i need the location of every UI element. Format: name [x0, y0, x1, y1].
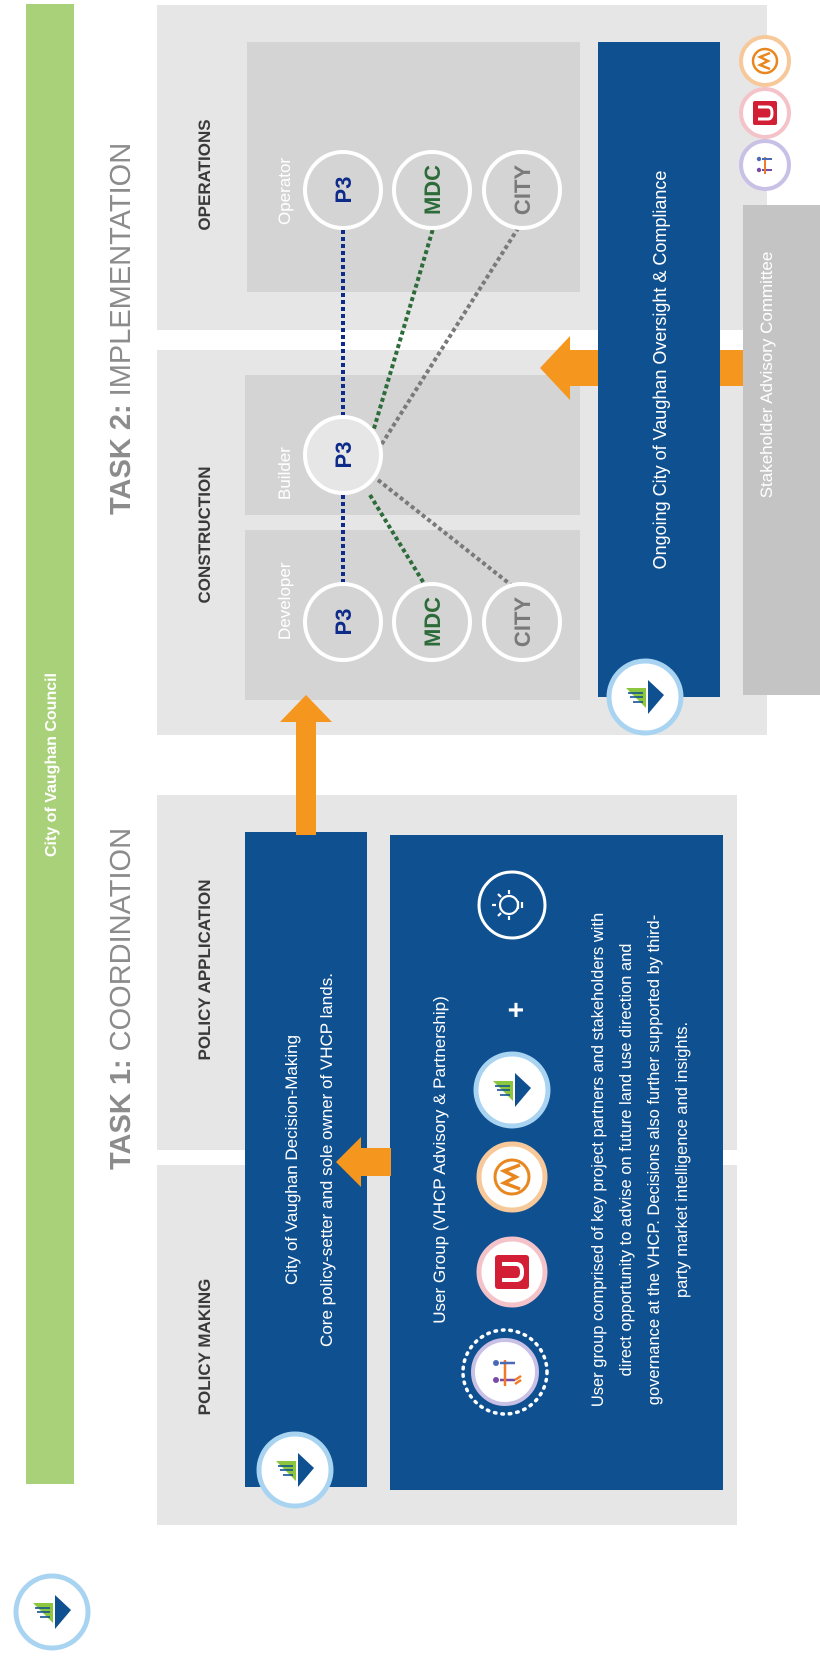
mdc-developer-circle: MDC — [392, 582, 472, 662]
svg-text:P3: P3 — [331, 177, 356, 204]
connection-lines — [341, 220, 524, 594]
task2-title: TASK 2:IMPLEMENTATION — [105, 143, 137, 515]
oversight-bar — [598, 42, 720, 697]
svg-text:P3: P3 — [331, 609, 356, 636]
vaughan-logo-icon — [259, 1434, 331, 1506]
p3-developer-circle: P3 — [303, 582, 383, 662]
user-group-title: User Group (VHCP Advisory & Partnership) — [430, 996, 449, 1324]
plus-sign: + — [500, 1002, 531, 1018]
svg-text:P3: P3 — [331, 442, 356, 469]
svg-text:CITY: CITY — [510, 597, 535, 647]
lightbulb-icon — [477, 870, 547, 940]
u-logo-icon — [476, 1236, 548, 1308]
p3-builder-circle: P3 — [303, 415, 383, 495]
m-logo-icon — [739, 35, 791, 87]
policy-application-header: POLICY APPLICATION — [195, 879, 214, 1060]
oversight-label: Ongoing City of Vaughan Oversight & Comp… — [650, 171, 670, 570]
mdc-operator-circle: MDC — [392, 150, 472, 230]
arrow-to-decision — [336, 1137, 391, 1187]
svg-text:CITY: CITY — [510, 165, 535, 215]
vaughan-logo-icon — [609, 661, 681, 733]
task1-title: TASK 1:COORDINATION — [105, 828, 137, 1170]
svg-text:MDC: MDC — [420, 597, 445, 647]
developer-label: Developer — [275, 562, 294, 640]
construction-header: CONSTRUCTION — [195, 467, 214, 604]
m-logo-icon — [476, 1141, 548, 1213]
user-group-desc-4: party market intelligence and insights. — [673, 1022, 691, 1298]
builder-subpanel — [245, 375, 580, 515]
u-logo-icon — [739, 87, 791, 139]
hospital-logo-icon — [461, 1328, 549, 1416]
user-group-desc-3: governance at the VHCP. Decisions also f… — [645, 915, 663, 1405]
user-group-desc-1: User group comprised of key project part… — [589, 913, 607, 1407]
vaughan-logo-icon — [16, 1576, 88, 1648]
user-group-box — [390, 835, 723, 1490]
decision-subtitle: Core policy-setter and sole owner of VHC… — [317, 973, 336, 1347]
arrow-to-construction — [280, 695, 332, 835]
policy-making-header: POLICY MAKING — [195, 1279, 214, 1416]
stakeholder-bar — [743, 205, 820, 695]
council-label: City of Vaughan Council — [43, 673, 60, 857]
arrow-oversight-up — [540, 336, 600, 400]
p3-operator-circle: P3 — [303, 150, 383, 230]
city-developer-circle: CITY — [482, 582, 562, 662]
city-operator-circle: CITY — [482, 150, 562, 230]
builder-label: Builder — [275, 447, 294, 500]
council-bar — [26, 4, 74, 1484]
vaughan-logo-icon — [476, 1054, 548, 1126]
operations-header: OPERATIONS — [195, 119, 214, 230]
stakeholder-label: Stakeholder Advisory Committee — [757, 252, 776, 499]
svg-text:MDC: MDC — [420, 165, 445, 215]
hospital-logo-icon — [739, 139, 791, 191]
user-group-desc-2: direct opportunity to advise on future l… — [617, 944, 635, 1377]
decision-title: City of Vaughan Decision-Making — [282, 1035, 301, 1285]
operator-label: Operator — [275, 158, 294, 225]
